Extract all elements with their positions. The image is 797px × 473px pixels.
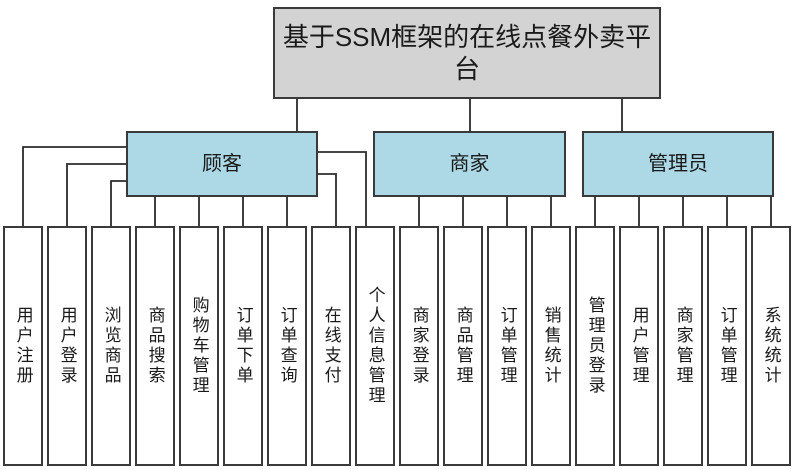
edge-customer-personal-info-management xyxy=(318,151,367,226)
root-node-platform-title: 基于SSM框架的在线点餐外卖平台 xyxy=(273,7,661,99)
leaf-order-management-admin: 订单管理 xyxy=(707,226,747,466)
leaf-admin-login: 管理员登录 xyxy=(575,226,615,466)
edge-customer-online-payment xyxy=(318,173,337,226)
leaf-product-search: 商品搜索 xyxy=(135,226,175,466)
edge-customer-user-login xyxy=(66,163,126,226)
leaf-user-login: 用户登录 xyxy=(47,226,87,466)
leaf-online-payment: 在线支付 xyxy=(311,226,351,466)
group-node-customer: 顾客 xyxy=(126,131,318,197)
leaf-order-management-merchant: 订单管理 xyxy=(487,226,527,466)
edge-customer-browse-products xyxy=(110,180,126,226)
leaf-browse-products: 浏览商品 xyxy=(91,226,131,466)
leaf-product-management: 商品管理 xyxy=(443,226,483,466)
leaf-personal-info-management: 个人信息管理 xyxy=(355,226,395,466)
leaf-sales-statistics: 销售统计 xyxy=(531,226,571,466)
leaf-system-statistics: 系统统计 xyxy=(751,226,791,466)
leaf-merchant-login: 商家登录 xyxy=(399,226,439,466)
leaf-user-management: 用户管理 xyxy=(619,226,659,466)
leaf-merchant-management: 商家管理 xyxy=(663,226,703,466)
leaf-order-placement: 订单下单 xyxy=(223,226,263,466)
leaf-cart-management: 购物车管理 xyxy=(179,226,219,466)
group-node-merchant: 商家 xyxy=(373,131,566,197)
group-node-admin: 管理员 xyxy=(582,131,774,197)
leaf-order-query: 订单查询 xyxy=(267,226,307,466)
edge-customer-user-registration xyxy=(22,146,126,226)
leaf-user-registration: 用户注册 xyxy=(3,226,43,466)
